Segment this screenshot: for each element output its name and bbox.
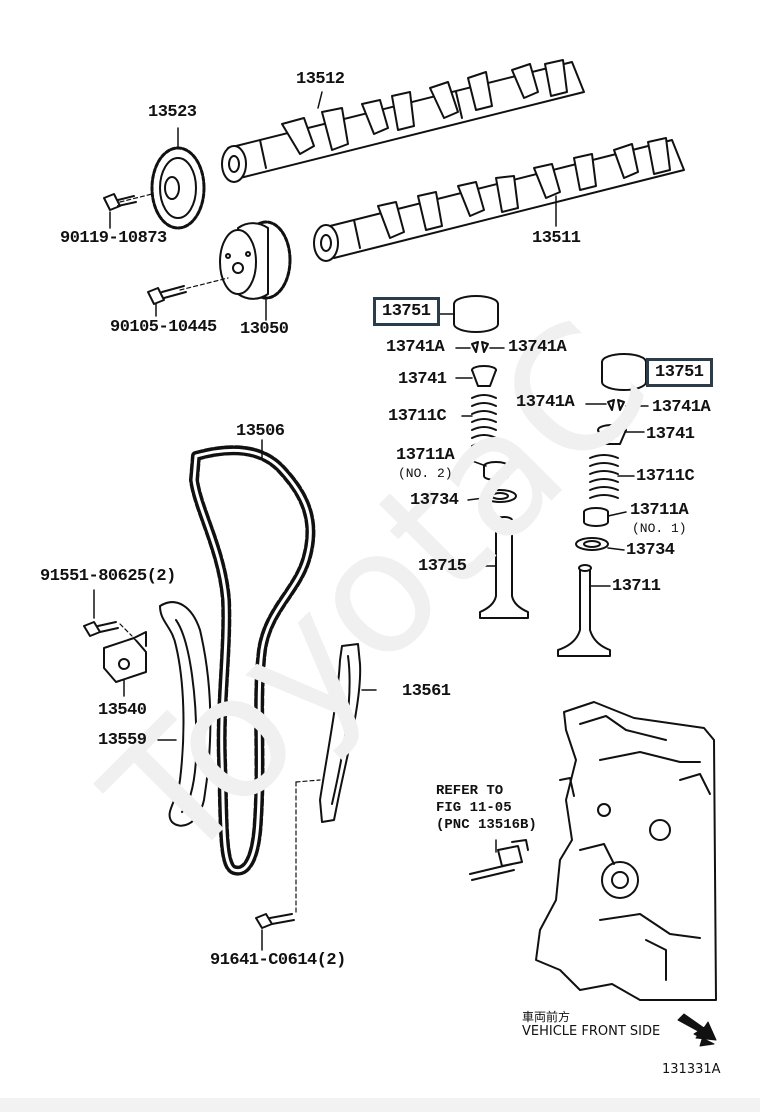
spring-13711C-b <box>589 454 635 499</box>
keeper-13741A-a <box>455 341 505 353</box>
lifter-13751-a <box>453 295 499 333</box>
vvt-gear-13050 <box>219 220 292 321</box>
bolt-90105-10445 <box>147 285 187 317</box>
label-13741A-a-right[interactable]: 13741A <box>508 338 567 357</box>
bolt-91641-C0614 <box>255 913 295 951</box>
label-13540[interactable]: 13540 <box>98 701 147 720</box>
label-13559[interactable]: 13559 <box>98 731 147 750</box>
retainer-13741-b <box>597 424 645 445</box>
bolt-90119-10873 <box>103 193 137 229</box>
label-13734-b[interactable]: 13734 <box>626 541 675 560</box>
seat-13711A-b <box>583 507 627 527</box>
label-13511[interactable]: 13511 <box>532 229 581 248</box>
refer-note[interactable]: REFER TO FIG 11-05 (PNC 13516B) <box>436 783 537 834</box>
chain-slipper-13559 <box>157 601 212 827</box>
label-13512[interactable]: 13512 <box>296 70 345 89</box>
label-13751-highlighted-b[interactable]: 13751 <box>646 358 713 387</box>
label-13711A-b-note: (NO. 1) <box>632 521 687 536</box>
label-13506[interactable]: 13506 <box>236 422 285 441</box>
front-arrow-icon <box>677 1013 717 1047</box>
seal-13734-b <box>575 537 625 551</box>
label-13715[interactable]: 13715 <box>418 557 467 576</box>
label-13741A-a-left[interactable]: 13741A <box>386 338 445 357</box>
timing-chain-13506 <box>189 439 316 876</box>
tensioner-13540 <box>103 631 147 697</box>
label-91551-80625[interactable]: 91551-80625(2) <box>40 567 176 586</box>
keeper-13741A-b <box>585 399 649 411</box>
label-13711A-a[interactable]: 13711A <box>396 446 455 465</box>
valve-13715 <box>475 516 529 619</box>
reference-part-13516B <box>469 839 529 881</box>
label-13734-a[interactable]: 13734 <box>410 491 459 510</box>
camshaft-13511 <box>313 137 685 262</box>
engine-block <box>535 701 717 1001</box>
label-13711[interactable]: 13711 <box>612 577 661 596</box>
label-13751-highlighted-a[interactable]: 13751 <box>373 297 440 326</box>
label-13711A-b[interactable]: 13711A <box>630 501 689 520</box>
label-13741-b[interactable]: 13741 <box>646 425 695 444</box>
spring-13711C-a <box>461 394 497 447</box>
label-13711C-b[interactable]: 13711C <box>636 467 695 486</box>
front-side-en: VEHICLE FRONT SIDE <box>522 1024 661 1039</box>
valve-13711 <box>557 564 611 657</box>
seat-13711A-a <box>463 457 509 481</box>
label-13741A-b-left[interactable]: 13741A <box>516 393 575 412</box>
lifter-13751-b <box>601 353 647 391</box>
label-13523[interactable]: 13523 <box>148 103 197 122</box>
label-90105-10445[interactable]: 90105-10445 <box>110 318 217 337</box>
refer-note-line-2: FIG 11-05 <box>436 800 512 816</box>
label-91641-C0614[interactable]: 91641-C0614(2) <box>210 951 346 970</box>
label-13561[interactable]: 13561 <box>402 682 451 701</box>
retainer-13741-a <box>455 365 497 387</box>
label-13741-a[interactable]: 13741 <box>398 370 447 389</box>
front-side-jp: 車両前方 <box>522 1010 571 1024</box>
chain-damper-13561 <box>319 643 377 823</box>
bolt-91551-80625 <box>83 589 133 637</box>
footer-band <box>0 1098 760 1112</box>
label-13741A-b-right[interactable]: 13741A <box>652 398 711 417</box>
seal-13734-a <box>467 489 517 503</box>
cam-sprocket-13523 <box>150 127 206 230</box>
refer-note-line-3: (PNC 13516B) <box>436 817 537 833</box>
label-13711A-a-note: (NO. 2) <box>398 466 453 481</box>
camshaft-13512 <box>221 59 585 183</box>
figure-id: 131331A <box>662 1062 721 1077</box>
label-13050[interactable]: 13050 <box>240 320 289 339</box>
refer-note-line-1: REFER TO <box>436 783 504 799</box>
label-13711C-a[interactable]: 13711C <box>388 407 447 426</box>
label-90119-10873[interactable]: 90119-10873 <box>60 229 167 248</box>
